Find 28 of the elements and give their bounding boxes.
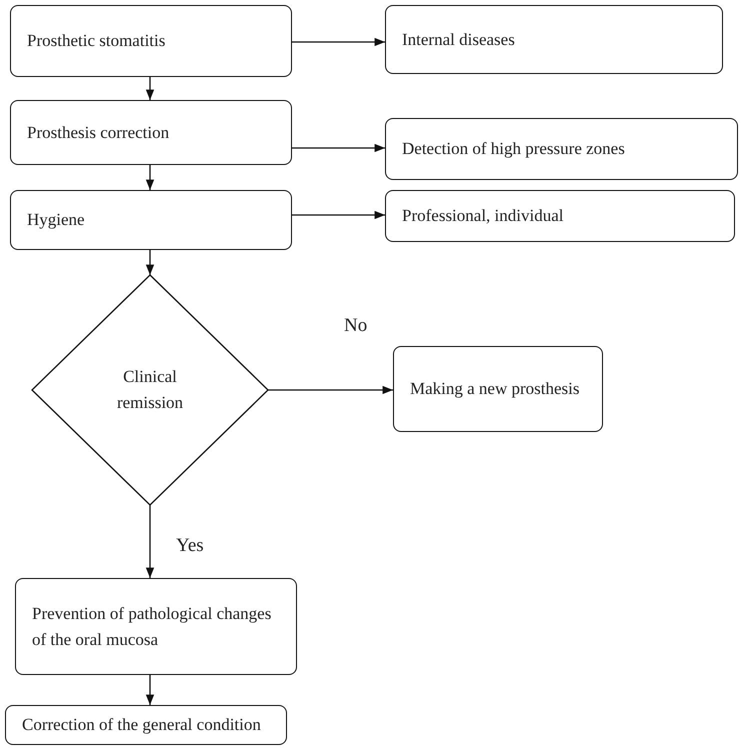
- arrow: [146, 675, 154, 705]
- process-box: [10, 190, 292, 250]
- node-label: Detection of high pressure zones: [402, 138, 626, 160]
- arrow: [268, 386, 393, 394]
- node-label: Clinical remission: [116, 366, 184, 414]
- node-label: Internal diseases: [402, 28, 516, 50]
- arrow: [146, 250, 154, 275]
- node-label: Prosthetic stomatitis: [27, 30, 166, 52]
- process-box: [5, 705, 287, 745]
- arrow: [292, 144, 385, 152]
- process-box: [385, 190, 735, 242]
- node-label: Prevention of pathological changes of the oral mucosa: [32, 602, 272, 650]
- process-box: [385, 118, 738, 180]
- node-label: Prosthesis correction: [27, 122, 170, 144]
- arrow: [146, 165, 154, 190]
- process-box: [10, 5, 292, 77]
- arrow: [146, 505, 154, 578]
- process-box: [15, 578, 297, 675]
- process-box: [393, 346, 603, 432]
- node-label: Correction of the general condition: [22, 714, 262, 736]
- arrow: [292, 38, 385, 46]
- node-label: Hygiene: [27, 209, 86, 231]
- node-label: Professional, individual: [402, 205, 564, 227]
- arrow: [292, 210, 385, 220]
- node-label: Making a new prosthesis: [410, 378, 581, 400]
- arrow: [146, 77, 154, 100]
- process-box: [10, 100, 292, 165]
- process-box: [385, 5, 723, 74]
